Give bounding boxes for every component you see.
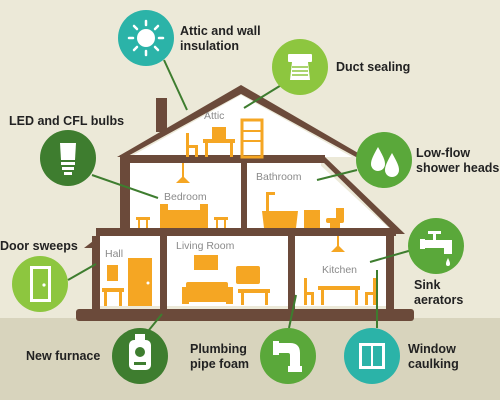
room-label-bathroom: Bathroom (256, 171, 302, 183)
leader-attic-insulation (163, 59, 188, 111)
chimney (156, 98, 167, 132)
ground (0, 318, 500, 400)
label-window-caulking-line2: caulking (408, 357, 459, 371)
bedroom-bed (160, 204, 208, 228)
attic-chair (186, 133, 198, 157)
attic-desk (203, 127, 235, 157)
hall-divider (160, 236, 167, 312)
side-roof (318, 157, 405, 234)
kitchen-table (318, 286, 360, 305)
room-label-living-room: Living Room (176, 240, 235, 252)
water-drops-icon (356, 132, 412, 188)
living-room-table (238, 289, 270, 305)
foundation (76, 309, 414, 321)
room-label-bedroom: Bedroom (164, 191, 207, 203)
bedroom-lamp (176, 163, 190, 183)
living-room-tv (194, 255, 218, 270)
label-pipe-foam-line2: pipe foam (190, 357, 250, 371)
room-label-hall: Hall (105, 248, 123, 260)
bedroom-divider (241, 163, 247, 233)
living-room-armchair (236, 266, 260, 284)
label-door-sweeps: Door sweeps (0, 239, 78, 253)
hall-door (128, 258, 152, 306)
label-shower-heads: Low-flow shower heads (416, 146, 499, 176)
left-wall-upper (120, 163, 130, 233)
kitchen-divider (288, 236, 295, 312)
window-icon (344, 328, 400, 384)
label-sink-aerators-line2: aerators (414, 293, 464, 307)
label-duct-sealing: Duct sealing (336, 60, 411, 74)
furniture (102, 118, 376, 306)
room-label-attic: Attic (204, 110, 224, 122)
bathroom-tub (262, 192, 298, 228)
second-floor-slab (96, 228, 396, 236)
bathroom-toilet (326, 208, 344, 228)
leader-door-sweeps (67, 263, 97, 281)
right-wall-lower (386, 236, 394, 312)
label-pipe-foam-line1: Plumbing (190, 342, 247, 356)
kitchen-chair-left (304, 278, 314, 305)
label-window-caulking-line1: Window (408, 342, 456, 356)
attic-floor (120, 155, 325, 163)
hall-stand (102, 265, 124, 306)
bedroom-side-table-right (214, 217, 228, 228)
label-attic-insulation-line2: insulation (180, 39, 240, 53)
leader-led-bulbs (91, 174, 159, 199)
left-wall-lower (92, 236, 100, 312)
leader-duct-sealing (243, 83, 284, 109)
sun-icon (118, 10, 174, 66)
bedroom-side-table-left (136, 217, 150, 228)
label-sink-aerators: Sink aerators (414, 278, 463, 308)
attic-bookshelf (240, 118, 264, 159)
label-new-furnace: New furnace (26, 349, 101, 363)
kitchen-chair-right (365, 278, 376, 305)
pipe-icon (260, 328, 316, 384)
label-sink-aerators-line1: Sink (414, 278, 441, 292)
leader-sink-aerators (369, 249, 413, 263)
label-led-bulbs: LED and CFL bulbs (9, 114, 125, 128)
door-icon (12, 256, 68, 312)
kitchen-lamp (331, 236, 345, 252)
bathroom-cabinet (304, 210, 320, 228)
leader-new-furnace (148, 313, 163, 331)
furnace-icon (112, 328, 168, 384)
leader-shower-heads (316, 169, 358, 181)
label-shower-heads-line1: Low-flow (416, 146, 471, 160)
leader-lines (67, 59, 413, 331)
leader-pipe-foam (288, 294, 297, 329)
label-shower-heads-line2: shower heads (416, 161, 500, 175)
living-room-sofa (182, 282, 233, 304)
duct-vent-icon (272, 39, 328, 95)
label-pipe-foam: Plumbing pipe foam (190, 342, 249, 372)
label-attic-insulation: Attic and wall insulation (180, 24, 261, 54)
light-bulb-icon (40, 130, 96, 186)
faucet-icon (408, 218, 464, 274)
label-attic-insulation-line1: Attic and wall (180, 24, 261, 38)
label-window-caulking: Window caulking (408, 342, 459, 372)
room-label-kitchen: Kitchen (322, 264, 357, 276)
